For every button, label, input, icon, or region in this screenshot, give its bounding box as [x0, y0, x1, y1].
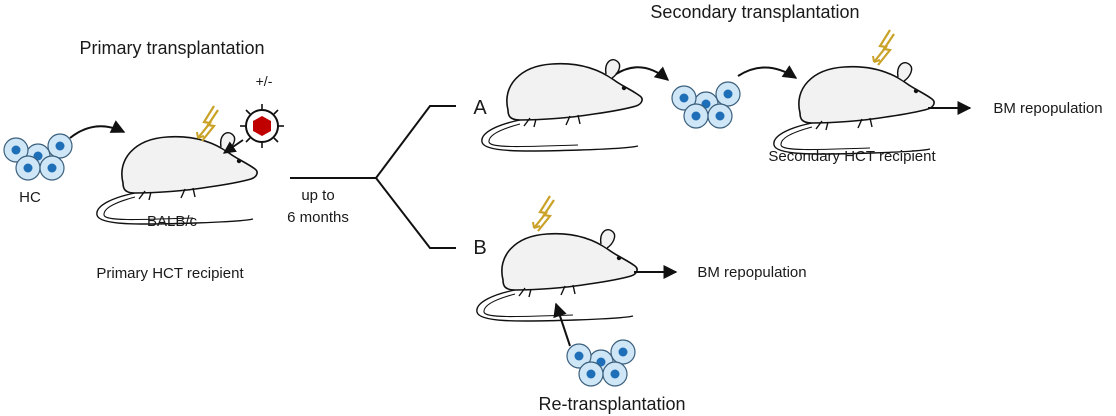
timeline-label-line2: 6 months: [287, 209, 349, 226]
primary-title: Primary transplantation: [79, 38, 264, 58]
retransplant-irradiation-lightning-icon: [531, 194, 556, 233]
irradiation-lightning-icon: [195, 104, 220, 143]
harvested-cell-cluster-icon: [671, 81, 741, 129]
hc-to-mouse-arrow: [69, 120, 126, 139]
outcome-a-label: BM repopulation: [993, 100, 1102, 117]
donor-to-cells-arrow: [615, 66, 670, 81]
strain-label: BALB/c: [147, 213, 198, 230]
secondary-title: Secondary transplantation: [650, 2, 859, 22]
primary-recipient-label: Primary HCT recipient: [96, 265, 244, 282]
retransplantation-label: Re-transplantation: [538, 394, 685, 414]
branch-lines: [290, 105, 456, 249]
retransplant-arrow: [553, 302, 571, 347]
branch-b-label: B: [473, 237, 486, 259]
outcome-b-label: BM repopulation: [697, 264, 806, 281]
retransplant-cell-cluster-icon: [566, 339, 636, 387]
hc-label: HC: [19, 189, 41, 206]
secondary-irradiation-lightning-icon: [871, 28, 896, 67]
virus-plus-minus-label: +/-: [256, 73, 273, 89]
secondary-recipient-mouse-icon: [773, 61, 935, 155]
branch-a-label: A: [473, 97, 487, 119]
hc-cell-cluster-icon: [3, 133, 73, 181]
timeline-label-line1: up to: [301, 187, 334, 204]
cells-to-secondary-arrow: [737, 65, 798, 79]
secondary-recipient-label: Secondary HCT recipient: [768, 148, 936, 165]
virus-icon: [240, 104, 284, 148]
virus-arrow: [222, 139, 244, 154]
